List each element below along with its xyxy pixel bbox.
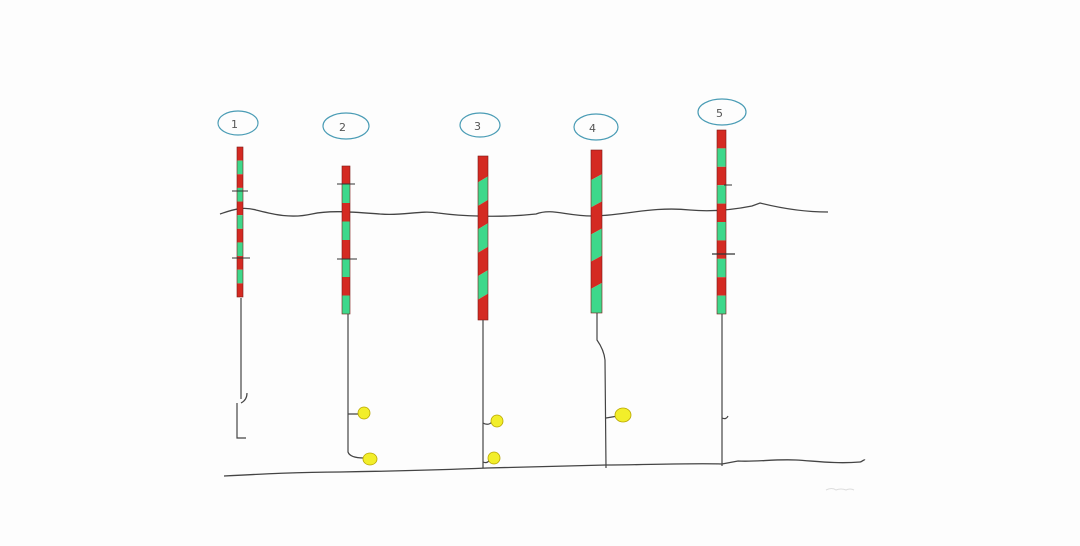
green-segment: [478, 270, 488, 300]
float-1-label-circle: [217, 110, 259, 136]
red-segment: [237, 174, 243, 188]
float-2-line: [347, 314, 365, 459]
green-segment: [237, 215, 243, 229]
red-segment: [591, 201, 602, 235]
red-segment: [717, 166, 726, 186]
green-segment: [717, 148, 726, 167]
green-segment: [237, 160, 243, 175]
red-segment: [591, 255, 602, 289]
float-stick: [341, 165, 351, 315]
green-segment: [342, 221, 350, 240]
green-segment: [342, 258, 350, 277]
water-surface-line: [219, 202, 829, 217]
red-segment: [478, 293, 488, 320]
float-5-label: 5: [716, 107, 723, 120]
red-segment: [342, 166, 350, 185]
float-1: 1: [217, 110, 259, 439]
red-segment: [237, 228, 243, 243]
green-segment: [717, 295, 726, 314]
float-5-label-circle: [697, 98, 747, 126]
red-segment: [717, 203, 726, 222]
red-segment: [717, 240, 726, 259]
green-segment: [237, 269, 243, 284]
red-segment: [478, 199, 488, 230]
float-1-line: [236, 298, 248, 439]
red-segment: [717, 130, 726, 149]
scribble-mark: [825, 488, 855, 491]
green-segment: [717, 222, 726, 241]
float-stick-outline: [236, 146, 244, 298]
float-4: 4: [573, 113, 632, 469]
float-stick-outline: [341, 165, 351, 315]
red-segment: [591, 150, 602, 181]
float-4-label-circle: [573, 113, 619, 141]
float-2-bait: [362, 452, 378, 466]
float-4-line: [596, 313, 619, 469]
red-segment: [342, 277, 350, 296]
float-3-bait: [487, 451, 501, 465]
float-3-label-circle: [459, 112, 501, 138]
red-segment: [237, 283, 243, 297]
green-segment: [717, 258, 726, 278]
green-segment: [591, 282, 602, 313]
green-segment: [591, 228, 602, 262]
red-segment: [478, 156, 488, 183]
red-segment: [717, 277, 726, 296]
float-3-line: [482, 320, 493, 468]
red-segment: [342, 203, 350, 222]
red-segment: [237, 256, 243, 270]
green-segment: [478, 176, 488, 206]
green-segment: [591, 174, 602, 208]
red-segment: [237, 201, 243, 216]
green-segment: [237, 242, 243, 257]
float-stick: [716, 129, 727, 315]
float-3-bait: [490, 414, 504, 428]
green-segment: [342, 295, 350, 314]
float-3-label: 3: [474, 120, 481, 133]
float-4-label: 4: [589, 122, 596, 135]
red-segment: [342, 240, 350, 259]
green-segment: [237, 187, 243, 202]
red-segment: [478, 246, 488, 277]
float-4-bait: [614, 407, 632, 423]
float-stick: [477, 155, 489, 321]
float-2-bait: [357, 406, 371, 420]
float-5-line: [721, 314, 729, 466]
green-segment: [342, 184, 350, 203]
float-1-label: 1: [231, 118, 238, 131]
float-2: 2: [322, 112, 378, 466]
bottom-line: [223, 459, 866, 477]
float-stick: [590, 149, 603, 314]
float-5: 5: [697, 98, 747, 466]
green-segment: [717, 185, 726, 204]
float-stick: [236, 146, 244, 298]
float-3: 3: [459, 112, 504, 468]
float-2-label-circle: [322, 112, 370, 140]
float-2-label: 2: [339, 121, 346, 134]
red-segment: [237, 147, 243, 161]
green-segment: [478, 223, 488, 253]
